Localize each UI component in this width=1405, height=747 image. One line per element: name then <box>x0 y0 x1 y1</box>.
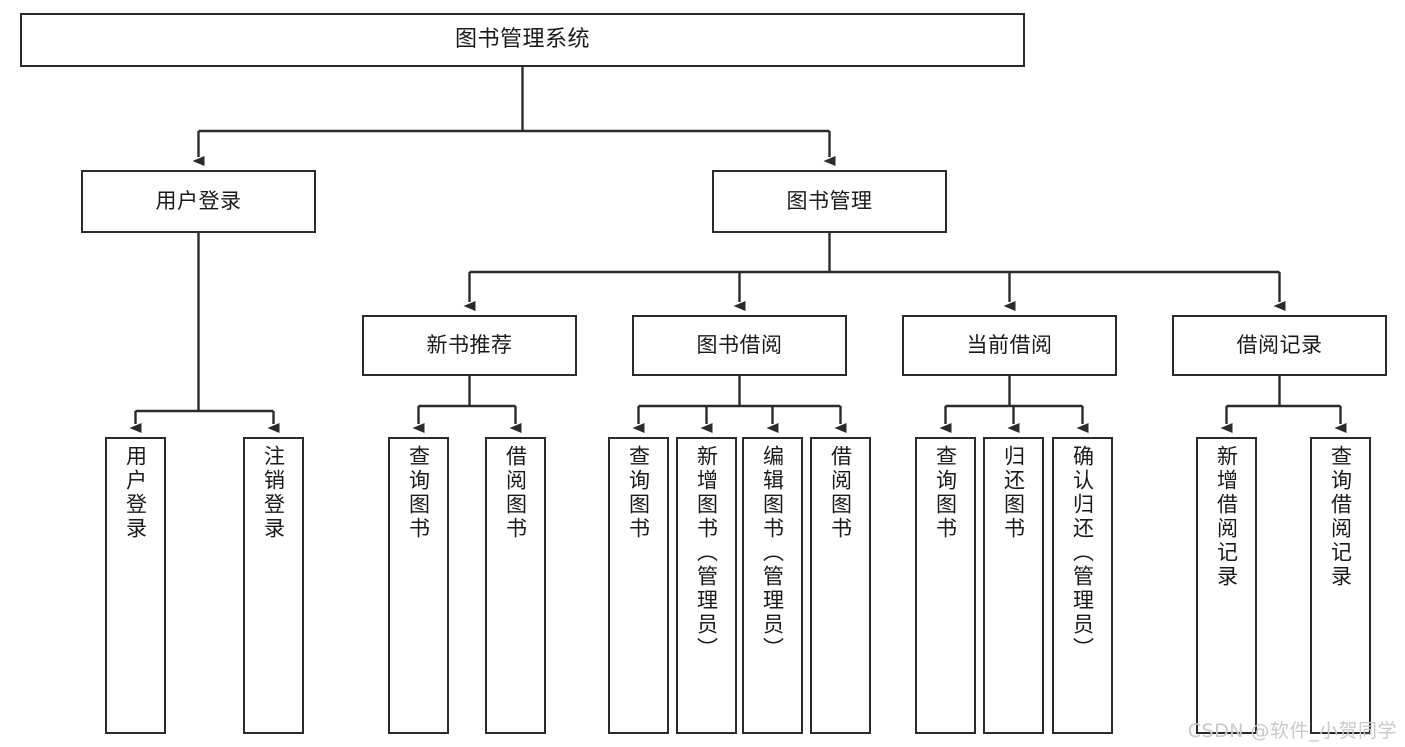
node-new-book-rec[interactable]: 新书推荐 <box>362 315 577 376</box>
node-leaf-borrow-add[interactable]: 新增图书（管理员） <box>676 437 737 734</box>
node-leaf-user-login[interactable]: 用户登录 <box>105 437 166 734</box>
csdn-watermark: CSDN @软件_小贺同学 <box>1187 720 1397 742</box>
node-label: 图书借阅 <box>696 332 783 357</box>
node-label: 用户登录 <box>123 445 148 541</box>
node-root[interactable]: 图书管理系统 <box>20 13 1025 67</box>
node-borrow-record[interactable]: 借阅记录 <box>1172 315 1387 376</box>
node-label: 归还图书 <box>1001 445 1026 541</box>
node-label: 新增借阅记录 <box>1214 445 1239 589</box>
node-label: 编辑图书（管理员） <box>760 445 785 661</box>
node-leaf-current-confirm[interactable]: 确认归还（管理员） <box>1052 437 1113 734</box>
node-leaf-rec-borrow[interactable]: 借阅图书 <box>485 437 546 734</box>
node-leaf-current-query[interactable]: 查询图书 <box>915 437 976 734</box>
node-user-login[interactable]: 用户登录 <box>81 170 316 233</box>
node-label: 图书管理 <box>786 188 873 213</box>
node-label: 新增图书（管理员） <box>694 445 719 661</box>
node-label: 查询借阅记录 <box>1328 445 1353 589</box>
node-leaf-record-add[interactable]: 新增借阅记录 <box>1196 437 1257 734</box>
node-leaf-record-query[interactable]: 查询借阅记录 <box>1310 437 1371 734</box>
node-book-mgmt[interactable]: 图书管理 <box>712 170 947 233</box>
node-leaf-borrow-do[interactable]: 借阅图书 <box>810 437 871 734</box>
node-leaf-current-return[interactable]: 归还图书 <box>983 437 1044 734</box>
node-label: 借阅记录 <box>1236 332 1323 357</box>
node-label: 图书管理系统 <box>454 26 590 52</box>
node-label: 查询图书 <box>406 445 431 541</box>
node-label: 新书推荐 <box>426 332 513 357</box>
node-leaf-borrow-query[interactable]: 查询图书 <box>608 437 669 734</box>
node-label: 用户登录 <box>155 188 242 213</box>
node-label: 查询图书 <box>933 445 958 541</box>
node-leaf-user-logout[interactable]: 注销登录 <box>243 437 304 734</box>
node-label: 查询图书 <box>626 445 651 541</box>
node-leaf-borrow-edit[interactable]: 编辑图书（管理员） <box>742 437 803 734</box>
node-label: 当前借阅 <box>966 332 1053 357</box>
node-label: 借阅图书 <box>828 445 853 541</box>
node-current-borrow[interactable]: 当前借阅 <box>902 315 1117 376</box>
node-leaf-rec-query[interactable]: 查询图书 <box>388 437 449 734</box>
node-label: 注销登录 <box>261 445 286 541</box>
node-book-borrow[interactable]: 图书借阅 <box>632 315 847 376</box>
node-label: 确认归还（管理员） <box>1070 445 1095 661</box>
node-label: 借阅图书 <box>503 445 528 541</box>
